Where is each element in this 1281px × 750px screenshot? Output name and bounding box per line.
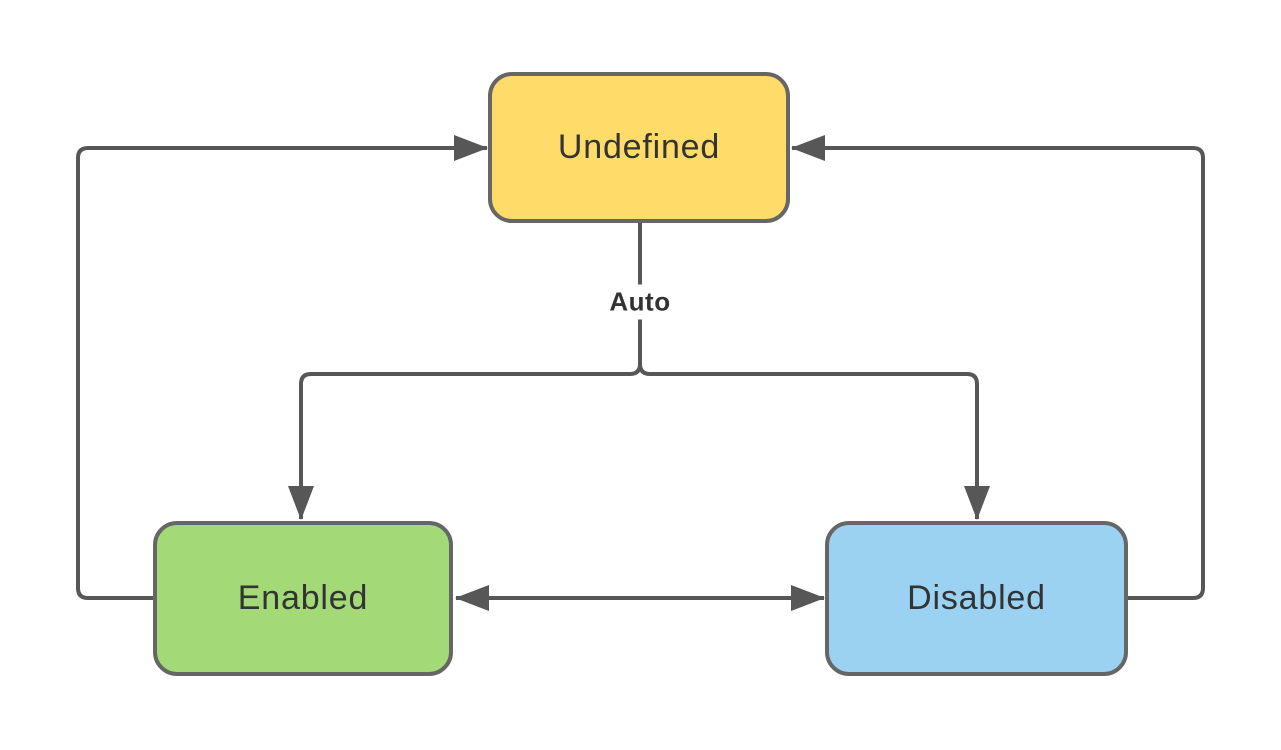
state-node-undefined: Undefined <box>488 72 790 223</box>
state-label-disabled: Disabled <box>907 579 1046 617</box>
edge-enabled-to-undefined <box>76 135 488 600</box>
edge-disabled-to-undefined <box>791 135 1205 600</box>
state-node-disabled: Disabled <box>825 521 1128 676</box>
edge-undefined-to-enabled-auto <box>288 223 642 520</box>
edge-label-auto: Auto <box>601 284 679 320</box>
state-label-enabled: Enabled <box>237 579 369 617</box>
state-node-enabled: Enabled <box>153 521 453 676</box>
edge-undefined-to-disabled-auto <box>638 223 990 520</box>
state-label-undefined: Undefined <box>557 128 721 166</box>
